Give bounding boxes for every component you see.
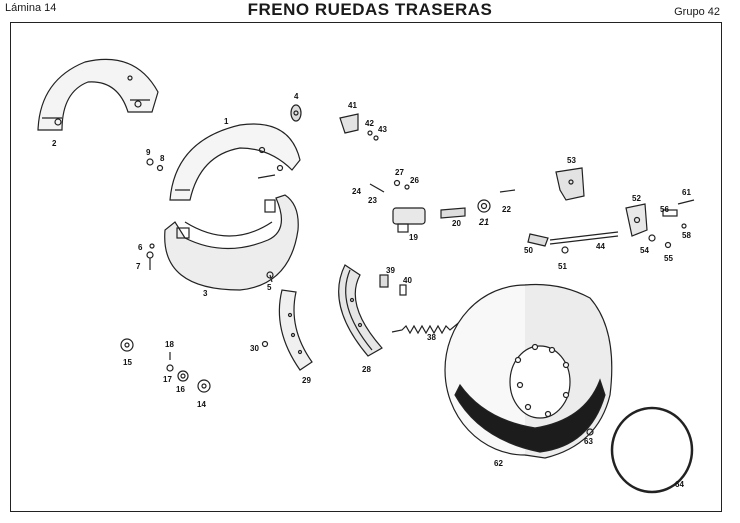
label-part-42: 42 [365,119,374,128]
label-part-40: 40 [403,276,412,285]
part-1-backing-plate [169,123,301,201]
parts-39-40-pins [379,274,407,296]
label-part-54: 54 [640,246,649,255]
label-part-53: 53 [567,156,576,165]
part-63-screw [586,428,594,436]
label-part-3: 3 [203,289,208,298]
label-part-50: 50 [524,246,533,255]
label-part-24: 24 [352,187,361,196]
label-part-1: 1 [224,117,229,126]
label-part-28: 28 [362,365,371,374]
parts-14-18-adjuster [120,338,211,393]
label-part-7: 7 [136,262,141,271]
part-30-screw [261,340,269,348]
label-part-23: 23 [368,196,377,205]
label-part-55: 55 [664,254,673,263]
part-64-seal-ring [610,406,694,494]
label-part-39: 39 [386,266,395,275]
part-38-return-spring [391,319,463,335]
label-part-22: 22 [502,205,511,214]
label-part-2: 2 [52,139,57,148]
label-part-5: 5 [267,283,272,292]
part-52-lever [625,203,648,237]
label-part-20: 20 [452,219,461,228]
parts-54-61-small-parts [648,199,695,249]
label-part-56: 56 [660,205,669,214]
label-part-8: 8 [160,154,165,163]
label-part-52: 52 [632,194,641,203]
label-part-63: 63 [584,437,593,446]
label-part-17: 17 [163,375,172,384]
part-29-brake-lining [278,289,313,371]
parts-6-7-bolt [146,243,155,270]
label-part-30: 30 [250,344,259,353]
parts-23-27-bleeder [369,179,410,193]
label-part-62: 62 [494,459,503,468]
parts-8-9-screws [146,158,164,172]
label-part-18: 18 [165,340,174,349]
label-part-19: 19 [409,233,418,242]
part-44-rod [527,231,619,254]
label-part-38: 38 [427,333,436,342]
part-41-bracket [339,113,379,141]
label-part-41: 41 [348,101,357,110]
part-2-cover [37,58,159,131]
part-19-wheel-cylinder [392,207,426,233]
parts-20-21-22-cylinder-parts [440,189,516,219]
part-3-backing-disc [164,194,299,291]
sheet-number: Lámina 14 [5,2,57,14]
group-number: Grupo 42 [674,6,720,18]
label-part-15: 15 [123,358,132,367]
label-part-58: 58 [682,231,691,240]
part-28-brake-shoe [338,264,383,357]
label-part-16: 16 [176,385,185,394]
label-part-64: 64 [675,480,684,489]
part-53-lever-bracket [555,167,585,201]
page-title: FRENO RUEDAS TRASERAS [247,0,493,19]
drum-bolt-holes [514,343,570,418]
label-part-44: 44 [596,242,605,251]
label-part-27: 27 [395,168,404,177]
label-part-61: 61 [682,188,691,197]
label-part-4: 4 [294,92,299,101]
part-5-screw [266,271,274,283]
label-part-51: 51 [558,262,567,271]
label-part-43: 43 [378,125,387,134]
label-part-6: 6 [138,243,143,252]
label-part-29: 29 [302,376,311,385]
label-part-26: 26 [410,176,419,185]
diagram-frame [10,22,722,512]
part-4-bushing [290,104,302,122]
label-part-14: 14 [197,400,206,409]
label-part-21: 21 [479,217,490,227]
label-part-9: 9 [146,148,151,157]
